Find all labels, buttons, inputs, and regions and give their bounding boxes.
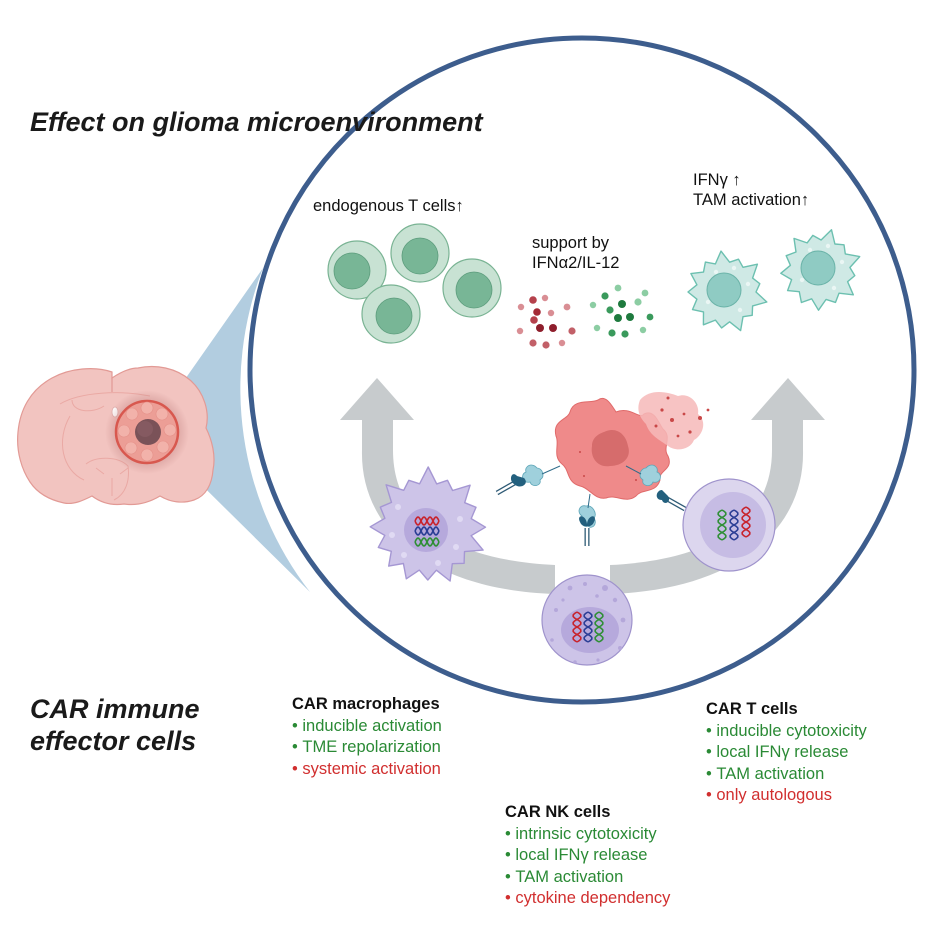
glioma-tumor-icon — [105, 390, 189, 474]
car-t-cell-icon — [682, 478, 776, 572]
list-item: local IFNγ release — [505, 845, 670, 867]
car-macrophages-block: CAR macrophages inducible activation TME… — [292, 694, 442, 780]
car-receptor-icon — [656, 490, 687, 512]
cytokine-dot — [533, 308, 541, 316]
label-cytokine-support-1: support by — [532, 234, 610, 252]
dna-icon — [414, 516, 440, 547]
macrophage-icon — [780, 229, 861, 311]
label-tam-activation: TAM activation↑ — [693, 191, 810, 209]
cytokine-dot — [516, 327, 524, 335]
cytokine-dot — [639, 326, 647, 334]
section-title-effectors: CAR immune effector cells — [30, 694, 200, 756]
cytokine-dot — [558, 339, 566, 347]
car-macrophages-title: CAR macrophages — [292, 695, 440, 713]
cytokine-dot — [618, 300, 626, 308]
car-receptor-icon — [495, 474, 526, 496]
cytokine-dot — [568, 327, 576, 335]
dna-icon — [572, 611, 604, 643]
cytokine-dot — [601, 292, 609, 300]
car-t-cells-block: CAR T cells inducible cytotoxicity local… — [706, 699, 867, 807]
cytokine-dot — [529, 296, 537, 304]
list-item: inducible cytotoxicity — [706, 721, 866, 743]
list-item: local IFNγ release — [706, 742, 867, 764]
t-cell-icon — [442, 258, 502, 318]
cytokine-dot — [641, 289, 649, 297]
list-item: inducible activation — [292, 716, 441, 738]
cytokine-dot — [536, 324, 544, 332]
cytokine-dot — [621, 330, 629, 338]
cytokine-dot — [541, 294, 549, 302]
car-t-cells-title: CAR T cells — [706, 700, 798, 718]
cytokine-particles-icon — [589, 284, 654, 338]
list-item: TAM activation — [505, 867, 670, 889]
cytokine-dot — [614, 284, 622, 292]
cytokine-dot — [608, 329, 616, 337]
zoom-wedge — [148, 268, 310, 592]
cytokine-dot — [589, 301, 597, 309]
t-cell-icon — [361, 284, 421, 344]
macrophage-icon — [687, 250, 768, 332]
t-cell-icon — [327, 240, 387, 300]
cytokine-dot — [626, 313, 634, 321]
list-item: intrinsic cytotoxicity — [505, 824, 670, 846]
cytokine-dot — [634, 298, 642, 306]
label-cytokine-support-2: IFNα2/IL-12 — [532, 254, 620, 272]
cytokine-dot — [563, 303, 571, 311]
cytokine-dot — [606, 306, 614, 314]
cytokine-dot — [593, 324, 601, 332]
cytokine-dot — [517, 303, 525, 311]
antigen-stalks — [541, 465, 642, 509]
list-item: only autologous — [706, 785, 867, 807]
cytokine-dot — [614, 314, 622, 322]
car-nk-cells-block: CAR NK cells intrinsic cytotoxicity loca… — [505, 802, 670, 910]
list-item: TAM activation — [706, 764, 867, 786]
cytokine-dot — [646, 313, 654, 321]
list-item: TME repolarization — [292, 737, 442, 759]
label-ifng: IFNγ ↑ — [693, 171, 741, 189]
cytokine-dot — [549, 324, 557, 332]
car-nk-cells-title: CAR NK cells — [505, 803, 611, 821]
section-title-effect: Effect on glioma microenvironment — [30, 107, 483, 137]
cytokine-dot — [530, 316, 538, 324]
dna-icon — [717, 506, 751, 541]
cytokine-dot — [529, 339, 537, 347]
t-cell-icon — [390, 223, 450, 283]
cytokine-dot — [547, 309, 555, 317]
list-item: cytokine dependency — [505, 888, 670, 910]
car-receptor-icon — [579, 516, 595, 546]
list-item: systemic activation — [292, 759, 442, 781]
cytokine-dot — [542, 341, 550, 349]
label-endogenous-t-cells: endogenous T cells↑ — [313, 197, 464, 215]
cytokine-particles-icon — [516, 294, 576, 349]
